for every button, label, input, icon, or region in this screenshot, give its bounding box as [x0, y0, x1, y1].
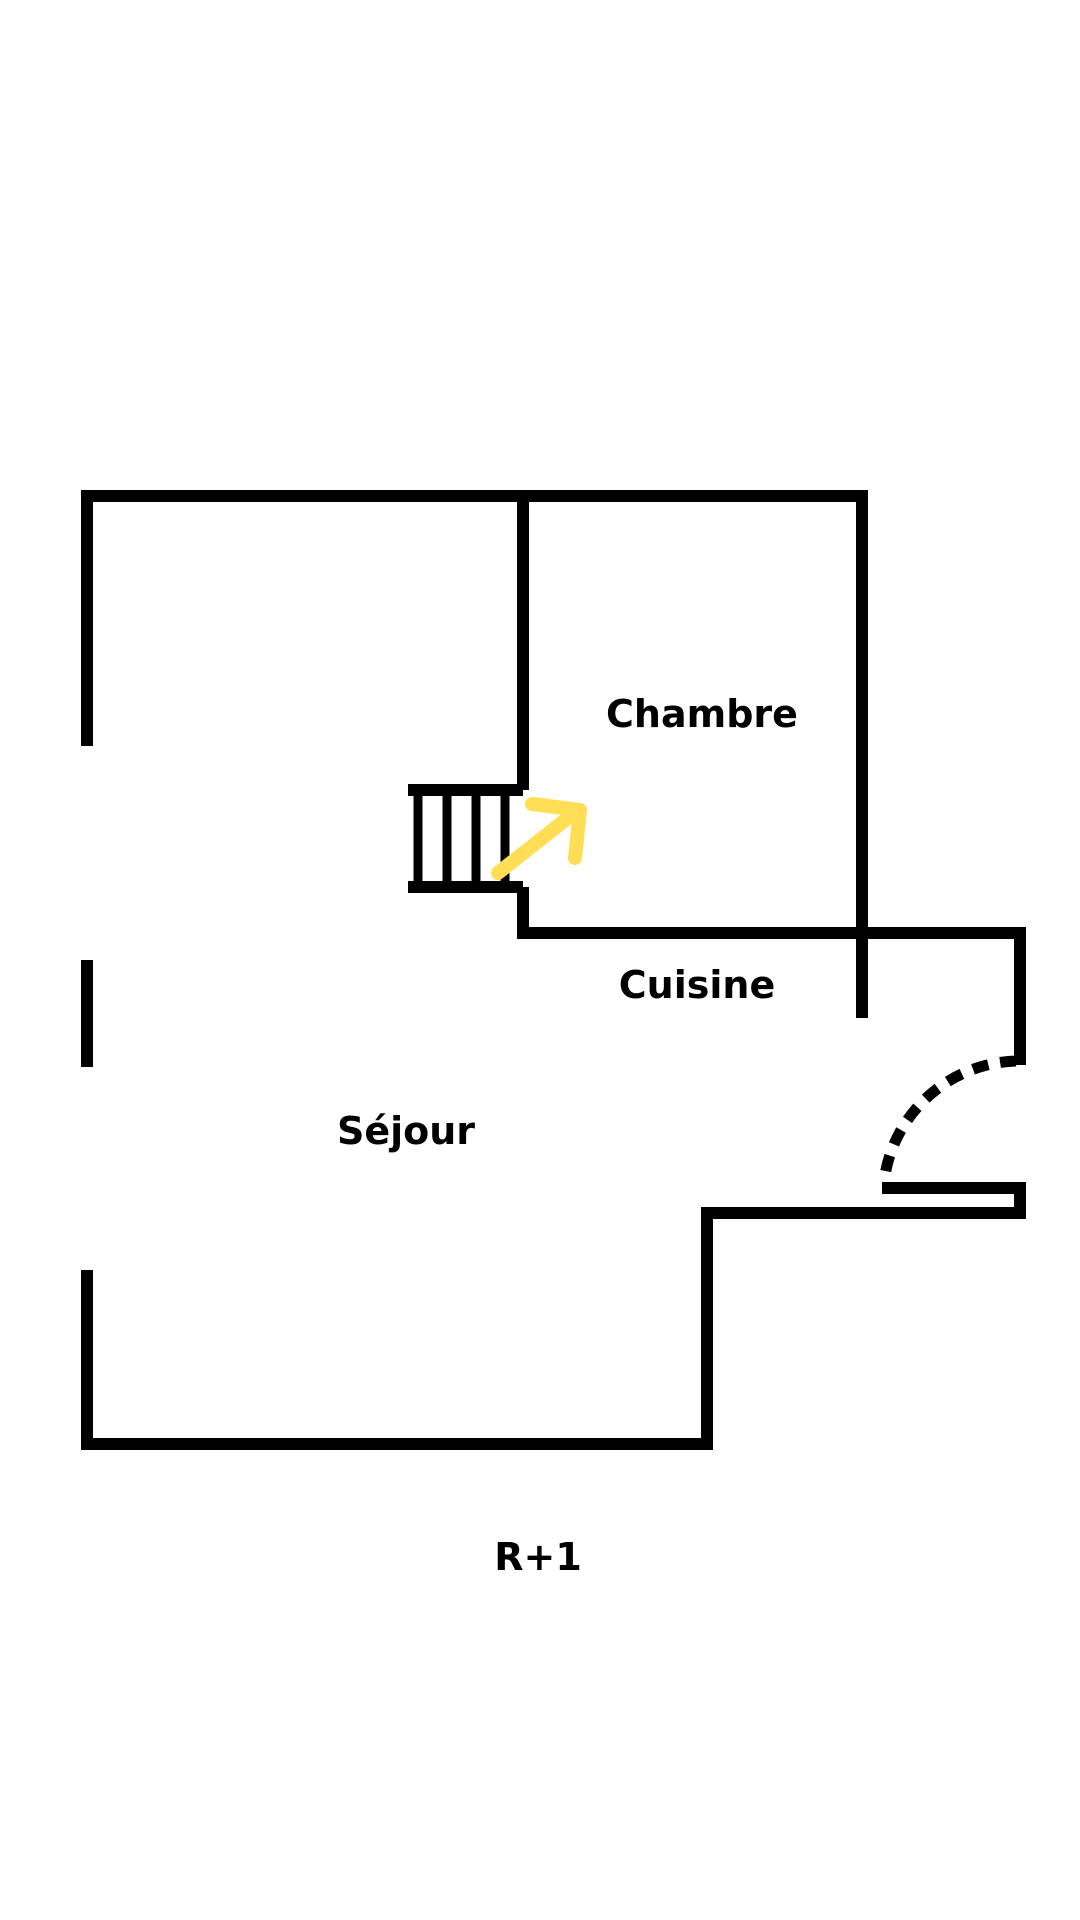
door-swing-arc	[878, 1055, 1017, 1183]
room-label-cuisine: Cuisine	[619, 963, 775, 1007]
staircase	[408, 784, 523, 893]
stairs-up-arrow-icon	[491, 797, 587, 880]
wall-bottom	[81, 1182, 1026, 1450]
room-label-chambre: Chambre	[606, 692, 798, 736]
room-label-sejour: Séjour	[337, 1109, 475, 1153]
wall-top-left	[81, 490, 868, 933]
level-label: R+1	[494, 1535, 582, 1579]
wall-chambre-bottom	[517, 887, 1026, 1065]
